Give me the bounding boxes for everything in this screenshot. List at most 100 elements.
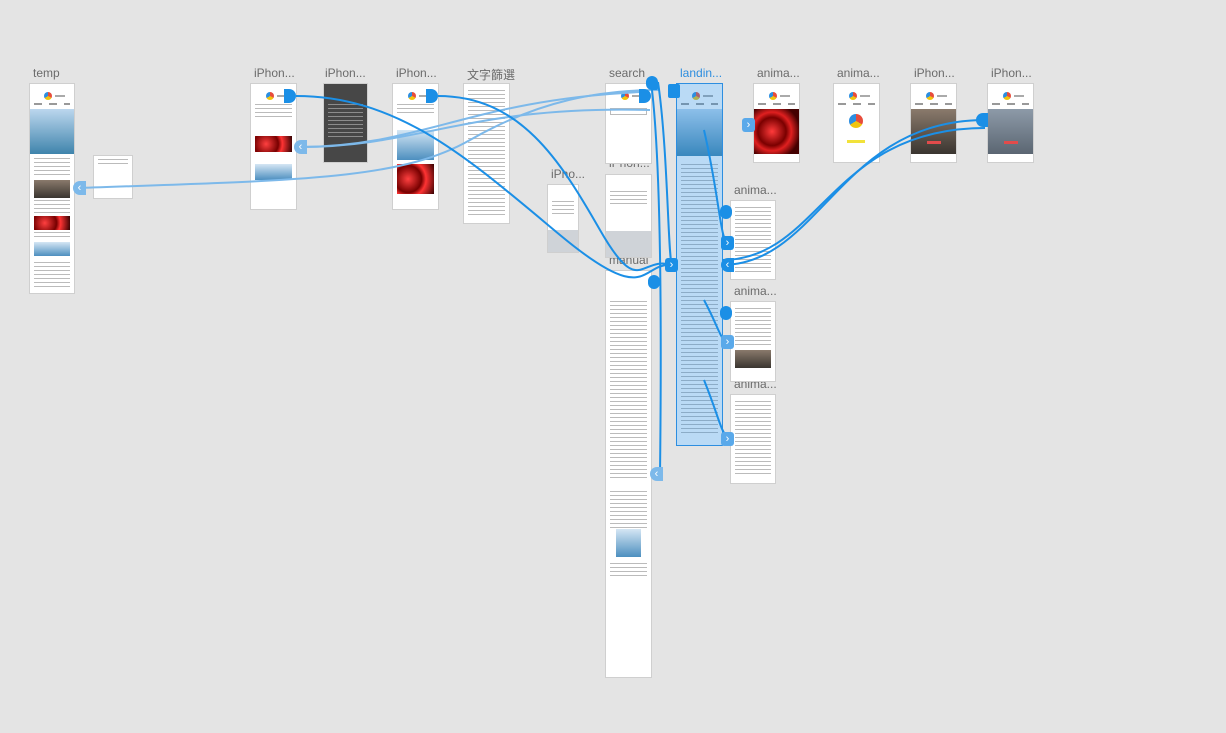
nav-bar [681, 103, 718, 105]
nav-bar [758, 103, 795, 105]
logo-icon [265, 92, 287, 100]
wire-back [79, 89, 661, 189]
cta-button [1003, 141, 1018, 144]
nav-bar [34, 103, 70, 105]
forward-arrow-icon[interactable]: › [721, 236, 734, 250]
artboard-title-iphone-small[interactable]: iPho... [551, 167, 586, 181]
artboard-anim2[interactable] [834, 84, 879, 162]
artboard-title-search[interactable]: search [609, 66, 646, 80]
text-block [610, 301, 647, 481]
nav-bar [915, 103, 952, 105]
artboard-iphone-search2[interactable] [606, 175, 651, 257]
photo [255, 164, 292, 180]
forward-arrow-icon[interactable]: › [665, 258, 678, 272]
photo [255, 136, 292, 152]
wire-handle[interactable] [720, 205, 732, 219]
wire-handle[interactable] [720, 306, 732, 320]
wire-handle[interactable] [639, 89, 651, 103]
forward-arrow-icon[interactable]: › [721, 335, 734, 349]
artboard-anim5[interactable] [731, 395, 775, 483]
hero-image [754, 109, 799, 154]
keyboard [548, 230, 578, 252]
artboard-title-iphone3[interactable]: iPhon... [396, 66, 437, 80]
hero-image [30, 109, 74, 154]
selection-overlay [677, 84, 722, 445]
artboard-text-filter[interactable] [464, 84, 509, 223]
text-block [552, 201, 574, 217]
photo [616, 529, 641, 557]
forward-arrow-icon[interactable]: › [742, 118, 755, 132]
search-input [610, 108, 647, 115]
artboard-small-panel[interactable] [94, 156, 132, 198]
logo-icon [620, 92, 642, 100]
artboard-iphone-small[interactable] [548, 185, 578, 252]
logo-icon [925, 92, 947, 100]
cta-button [926, 141, 941, 144]
artboard-title-iphone-photo2[interactable]: iPhon... [991, 66, 1032, 80]
text-block [610, 491, 647, 531]
wire-handle[interactable] [426, 89, 438, 103]
artboard-anim3[interactable] [731, 201, 775, 279]
wire [703, 379, 729, 439]
artboard-anim1[interactable] [754, 84, 799, 162]
logo-icon [848, 92, 870, 100]
logo-icon [768, 92, 790, 100]
text-block [610, 191, 647, 205]
back-arrow-icon[interactable]: ‹ [721, 258, 734, 272]
artboard-title-iphone1[interactable]: iPhon... [254, 66, 295, 80]
artboard-title-iphone2[interactable]: iPhon... [325, 66, 366, 80]
artboard-title-temp[interactable]: temp [33, 66, 60, 80]
wire [721, 119, 986, 266]
hero-image [988, 109, 1033, 154]
artboard-title-anim2[interactable]: anima... [837, 66, 880, 80]
photo [735, 350, 771, 368]
content-list [681, 164, 718, 434]
photo [34, 242, 70, 256]
back-arrow-icon[interactable]: ‹ [294, 140, 307, 154]
artboard-title-anim3[interactable]: anima... [734, 183, 777, 197]
text-block [34, 200, 70, 214]
artboard-temp[interactable] [30, 84, 74, 293]
artboard-iphone-photo2[interactable] [988, 84, 1033, 162]
text-block [735, 401, 771, 477]
artboard-iphone2[interactable] [324, 84, 367, 162]
artboard-title-text-filter[interactable]: 文字篩選 [467, 68, 516, 82]
artboard-manual[interactable] [606, 271, 651, 677]
logo-icon [849, 114, 863, 128]
logo-icon [44, 92, 65, 100]
text-block [735, 308, 771, 346]
forward-arrow-icon[interactable]: › [721, 432, 734, 446]
hero-image [677, 109, 722, 156]
nav-bar [992, 103, 1029, 105]
text-block [610, 563, 647, 579]
artboard-title-anim1[interactable]: anima... [757, 66, 800, 80]
photo [34, 216, 70, 230]
back-arrow-icon[interactable]: ‹ [73, 181, 86, 195]
artboard-anim4[interactable] [731, 302, 775, 381]
text-block [98, 159, 128, 165]
logo-icon [407, 92, 429, 100]
logo-icon [691, 92, 713, 100]
artboard-landing[interactable] [677, 84, 722, 445]
wire [721, 127, 986, 261]
artboard-title-landing[interactable]: landin... [680, 66, 723, 80]
wire-handle[interactable] [976, 113, 988, 127]
artboard-iphone1[interactable] [251, 84, 296, 209]
artboard-title-anim4[interactable]: anima... [734, 284, 777, 298]
wire-handle[interactable] [648, 275, 660, 289]
photo [397, 164, 434, 194]
wire [295, 95, 673, 279]
wire [650, 81, 662, 476]
logo-icon [1002, 92, 1024, 100]
artboard-title-iphone-photo1[interactable]: iPhon... [914, 66, 955, 80]
menu-list [328, 104, 363, 138]
photo [34, 180, 70, 198]
back-arrow-icon[interactable]: ‹ [650, 467, 663, 481]
wire-handle[interactable] [668, 84, 680, 98]
filter-text [397, 104, 434, 116]
wire-handle[interactable] [646, 76, 658, 90]
wire-handle[interactable] [284, 89, 296, 103]
wire [703, 129, 729, 244]
text-block [34, 232, 70, 240]
